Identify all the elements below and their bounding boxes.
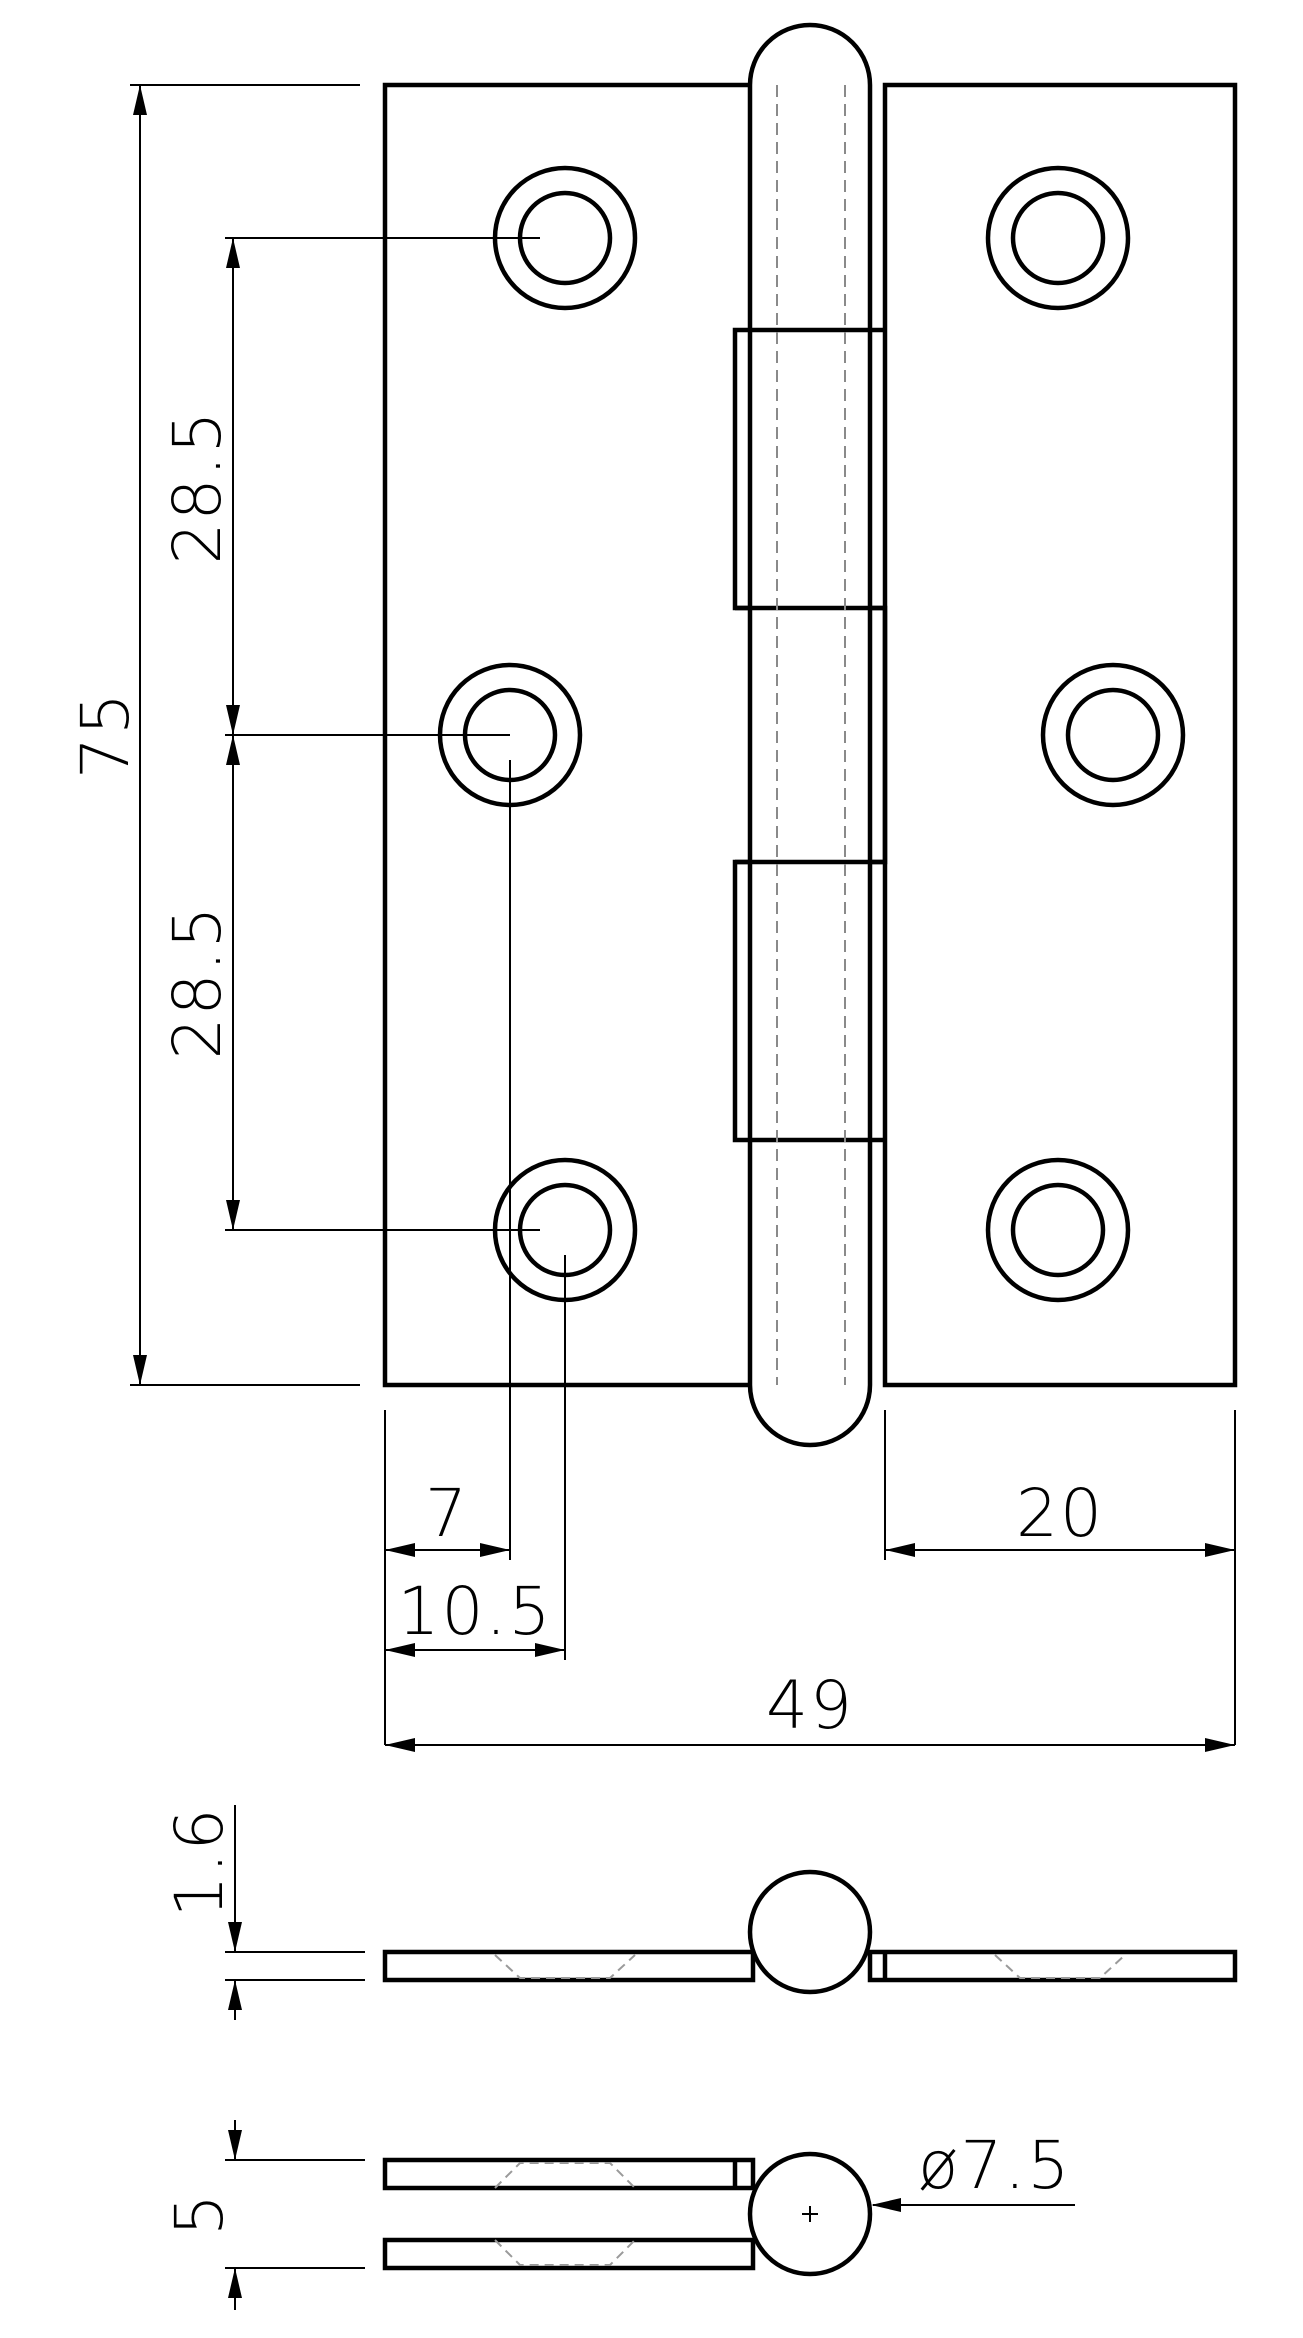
dim-height-total: 75 — [67, 691, 144, 779]
screw-hole-inner — [1010, 190, 1106, 286]
closed-lower-leaf — [382, 2237, 756, 2271]
hidden-countersink — [494, 1954, 636, 1979]
dim-spacing-upper: 28.5 — [159, 410, 236, 565]
closed-upper-leaf — [382, 2157, 756, 2191]
open-left-leaf — [382, 1949, 756, 1983]
dim-hole-offset-outer: 10.5 — [398, 1573, 553, 1650]
dim-right-hole-offset: 20 — [1016, 1475, 1104, 1552]
knuckle-body — [747, 22, 873, 1448]
dim-knuckle-diameter: ø7.5 — [918, 2127, 1071, 2204]
side-view-closed: 5 ø7.5 — [161, 2120, 1075, 2310]
front-view-dimensions: 75 28.5 28.5 7 10.5 20 49 — [67, 84, 1236, 1752]
side-view-open: 1.6 — [161, 1805, 1238, 2020]
dim-closed-thickness: 5 — [161, 2192, 238, 2236]
open-right-leaf — [867, 1949, 1238, 1983]
screw-hole-outer — [1040, 662, 1186, 808]
hidden-countersink — [494, 2162, 636, 2189]
hidden-countersink — [494, 2239, 636, 2266]
screw-hole-inner — [1010, 1182, 1106, 1278]
hidden-countersink — [994, 1954, 1126, 1979]
open-knuckle — [747, 1869, 873, 1995]
dim-hole-offset-inner: 7 — [425, 1475, 469, 1552]
dim-leaf-thickness: 1.6 — [161, 1807, 238, 1918]
dim-spacing-lower: 28.5 — [159, 905, 236, 1060]
screw-hole-outer — [985, 165, 1131, 311]
screw-hole-outer — [985, 1157, 1131, 1303]
dim-width-total: 49 — [766, 1667, 854, 1744]
screw-hole-inner — [1065, 687, 1161, 783]
